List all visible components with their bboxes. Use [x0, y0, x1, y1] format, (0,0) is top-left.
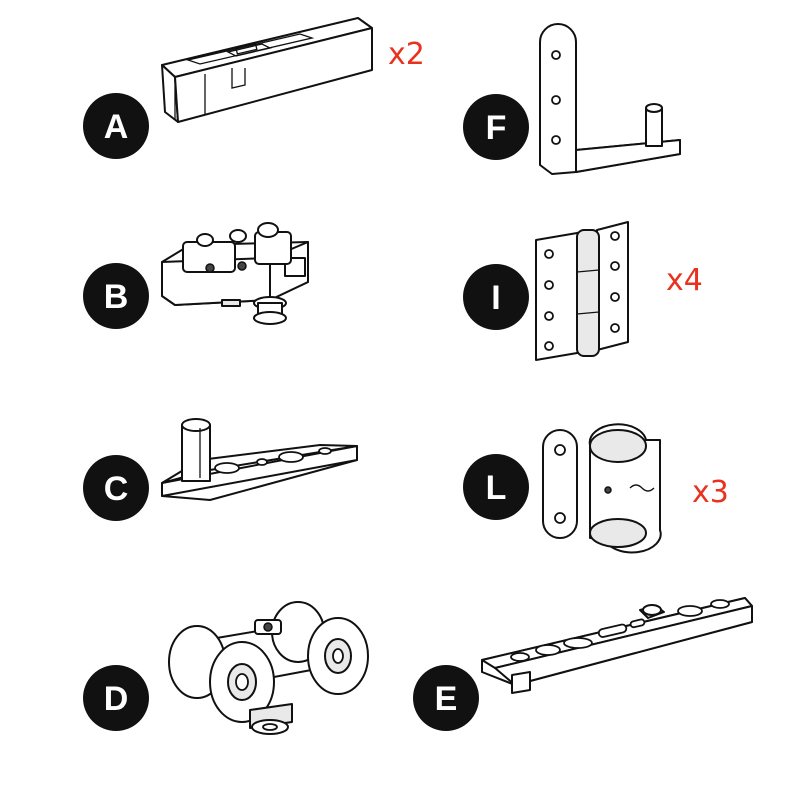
badge-l-label: L [486, 469, 507, 507]
badge-l [463, 454, 529, 520]
badge-a-label: A [104, 108, 129, 146]
part-d: D [83, 601, 369, 735]
quantity-i: x4 [666, 263, 703, 298]
part-c: C [83, 418, 358, 521]
badge-b-label: B [104, 278, 129, 316]
roller-carriage-icon [161, 222, 309, 325]
badge-f-label: F [486, 109, 507, 147]
wheel-trolley-icon [168, 601, 369, 735]
pivot-pin-plate-icon [161, 418, 358, 501]
part-i: I x4 [463, 221, 703, 361]
butt-hinge-icon [535, 221, 629, 361]
badge-f [463, 94, 529, 160]
badge-c [83, 455, 149, 521]
part-l: L x3 [463, 423, 729, 554]
quantity-l: x3 [692, 475, 729, 510]
part-e: E [413, 597, 753, 731]
badge-e-label: E [435, 680, 458, 718]
connector-clip-icon [542, 423, 662, 554]
part-b: B [83, 222, 309, 329]
badge-d [83, 665, 149, 731]
part-f: F [463, 23, 681, 175]
badge-i-label: I [491, 279, 500, 317]
slotted-track-plate-icon [481, 597, 753, 694]
badge-i [463, 264, 529, 330]
badge-e [413, 665, 479, 731]
door-stop-block-icon [161, 17, 373, 123]
badge-b [83, 263, 149, 329]
part-a: A x2 [83, 17, 425, 159]
badge-c-label: C [104, 470, 129, 508]
badge-d-label: D [104, 680, 129, 718]
l-bracket-pin-icon [539, 23, 681, 175]
badge-a [83, 93, 149, 159]
quantity-a: x2 [388, 37, 425, 72]
